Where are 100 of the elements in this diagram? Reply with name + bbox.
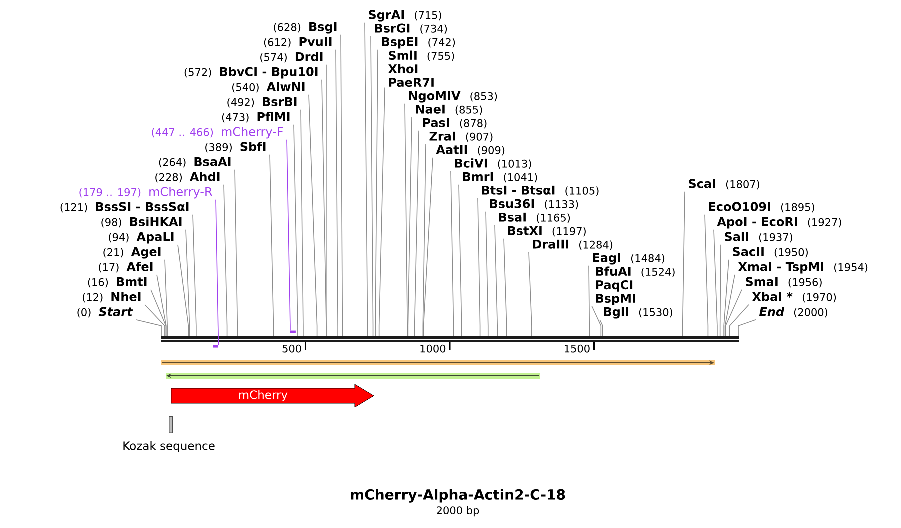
site-label: BfuAI (1524) PaqCI BspMI	[596, 266, 675, 306]
leader-line	[192, 214, 197, 337]
leader-line	[528, 252, 532, 337]
map-title: mCherry-Alpha-Actin2-C-18	[351, 489, 566, 503]
site-label: (16) BmtI	[88, 277, 147, 288]
leader-line	[588, 266, 590, 337]
leader-line	[600, 320, 604, 337]
site-label: (94) ApaLI	[109, 232, 174, 244]
site-label: ApoI - EcoRI (1927)	[717, 217, 842, 229]
leader-line	[458, 184, 462, 337]
site-label: (21) AgeI	[104, 247, 161, 259]
primer-label: (179 .. 197) mCherry-R	[80, 187, 212, 199]
site-label: AatII (909)	[436, 145, 505, 156]
site-label: SgrAI (715)	[369, 10, 442, 22]
leader-line	[724, 274, 736, 337]
site-label: (17) AfeI	[99, 262, 153, 273]
leader-line	[156, 274, 167, 337]
leader-line	[714, 229, 718, 337]
site-label: NaeI (855)	[416, 104, 482, 116]
leader-line	[150, 290, 167, 337]
leader-line	[504, 238, 508, 337]
site-label: (628) BsgI	[274, 22, 337, 34]
leader-line	[682, 191, 686, 337]
site-label: EcoO109I (1895)	[709, 202, 814, 213]
leader-line	[592, 306, 602, 337]
leader-line	[422, 144, 426, 337]
site-label: XmaI - TspMI (1954)	[738, 262, 868, 274]
site-label: SmlI (755) XhoI PaeR7I	[388, 50, 454, 88]
leader-line	[375, 50, 378, 337]
leader-line	[486, 211, 489, 337]
site-label: BciVI (1013)	[455, 158, 532, 170]
site-label: SacII (1950)	[733, 247, 808, 258]
site-label: SalI (1937)	[725, 232, 793, 243]
leader-line	[450, 171, 454, 337]
site-label: (98) BsiHKAI	[102, 217, 182, 228]
site-label: Bsu36I (1133)	[490, 199, 578, 210]
primer-label: (447 .. 466) mCherry-F	[152, 127, 284, 139]
leader-line	[704, 214, 709, 337]
leader-line	[286, 140, 291, 332]
sequence-length: 2000 bp	[437, 506, 480, 517]
leader-line	[308, 94, 318, 337]
site-label: EagI (1484)	[593, 253, 665, 265]
site-label: (492) BsrBI	[228, 97, 297, 108]
sequence-backbone	[161, 336, 740, 342]
leader-line	[364, 22, 368, 337]
site-label: BmrI (1041)	[463, 172, 538, 183]
leader-line	[136, 320, 162, 337]
leader-line	[216, 199, 220, 346]
leader-line	[423, 158, 434, 337]
site-label: ScaI (1807)	[689, 179, 760, 190]
site-label: NgoMIV (853)	[409, 91, 498, 103]
scale-label: 1000	[420, 344, 446, 353]
site-label: BsrGI (734)	[375, 24, 448, 34]
leader-line	[738, 320, 756, 337]
site-label: XbaI * (1970)	[752, 292, 836, 303]
leader-line	[326, 64, 328, 337]
leader-line	[404, 104, 408, 337]
leader-line	[725, 290, 742, 337]
leader-line	[336, 50, 338, 337]
feature-box	[169, 416, 173, 434]
leader-line	[234, 170, 238, 337]
site-label: ZraI (907)	[430, 132, 493, 142]
leader-line	[164, 260, 168, 337]
feature-band	[166, 373, 540, 379]
site-label: (12) NheI	[82, 292, 141, 303]
leader-line	[408, 117, 412, 337]
feature-label: Kozak sequence	[124, 441, 215, 453]
leader-line	[224, 184, 228, 337]
leader-line	[414, 130, 420, 337]
site-label: BglI (1530)	[604, 307, 672, 319]
feature-block: mCherry	[171, 384, 374, 408]
site-label: PasI (878)	[423, 118, 487, 129]
leader-line	[294, 124, 298, 337]
site-label: (264) BsaAI	[159, 157, 231, 168]
leader-line	[178, 244, 190, 337]
leader-line	[340, 34, 344, 337]
leader-line	[144, 304, 166, 337]
site-label: (389) SbfI	[206, 142, 266, 153]
leader-line	[186, 229, 190, 337]
leader-line	[478, 198, 481, 337]
site-label: BspEI (742)	[382, 37, 456, 49]
site-label: End (2000)	[759, 307, 828, 318]
scale-label: 1500	[565, 344, 590, 353]
leader-line	[724, 260, 730, 337]
scale-label: 500	[282, 344, 302, 353]
feature-band	[162, 360, 715, 366]
leader-line	[270, 154, 274, 337]
leader-line	[322, 80, 327, 337]
leader-line	[378, 87, 386, 337]
site-label: (473) PflMI	[222, 112, 290, 123]
site-label: BstXI (1197)	[508, 226, 586, 237]
site-label: (572) BbvCI - Bpu10I	[184, 67, 318, 79]
site-label: (540) AlwNI	[232, 82, 305, 93]
leader-line	[720, 244, 722, 337]
leader-line	[729, 304, 750, 337]
primer-mark	[213, 345, 218, 348]
site-label: SmaI (1956)	[746, 277, 822, 288]
site-label: (612) PvuII	[264, 37, 332, 48]
leader-line	[494, 224, 498, 337]
leader-line	[300, 110, 304, 337]
